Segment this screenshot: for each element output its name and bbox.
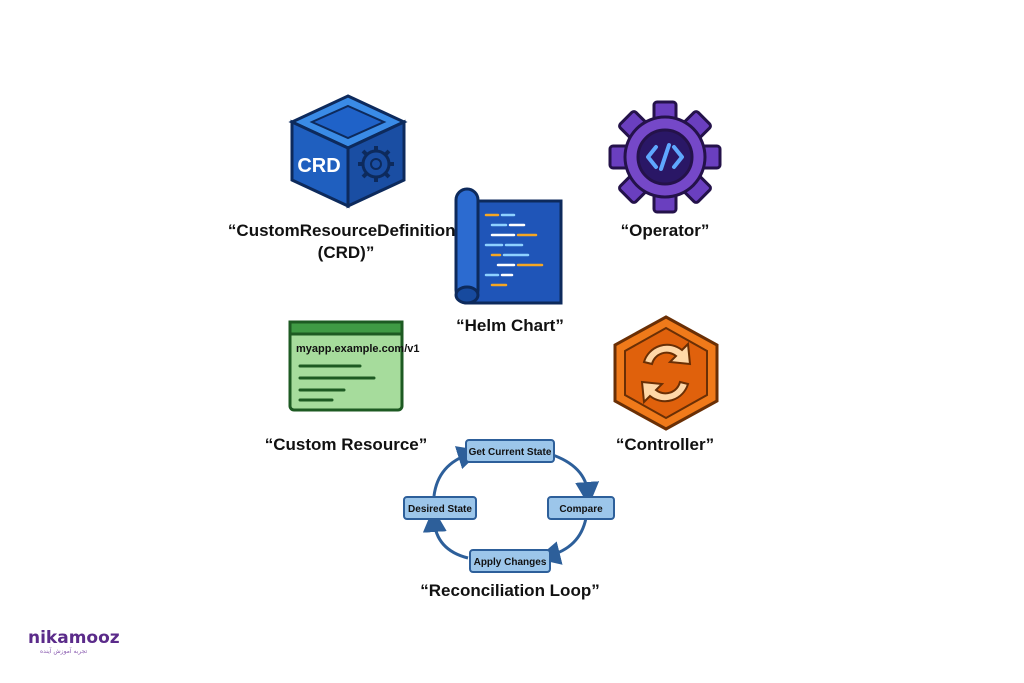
reconciliation-loop-diagram: Get Current State Compare Apply Changes … [390,436,630,576]
helm-chart-scroll-icon [452,185,564,307]
refresh-cycle-icon [640,341,692,405]
crd-label-line2: (CRD)” [317,243,375,262]
crd-label-line1: “CustomResourceDefinition” [227,221,465,240]
loop-arrow-bottom-left [422,508,469,560]
gear-icon [358,146,394,182]
custom-resource-api-text: myapp.example.com/v1 [296,343,420,355]
loop-step-desired-state: Desired State [403,496,477,520]
nikamooz-logo: nikamooz [28,628,120,648]
operator-gear-icon [608,100,722,214]
svg-text:Apply Changes: Apply Changes [474,557,547,568]
controller-label: “Controller” [615,435,715,454]
loop-arrow-bottom-right [536,517,588,565]
reconciliation-loop-label: “Reconciliation Loop” [420,581,600,600]
custom-resource-label: “Custom Resource” [264,435,428,454]
crd-cube-icon: CRD [286,92,410,210]
loop-arrow-top-right [549,452,600,506]
loop-step-apply-changes: Apply Changes [469,549,551,573]
custom-resource-doc-icon: myapp.example.com/v1 [288,320,420,412]
nikamooz-tagline: تجربه آموزش آینده [40,648,88,655]
loop-step-compare: Compare [547,496,615,520]
helm-chart-label: “Helm Chart” [456,316,564,335]
controller-hexagon-icon [610,314,722,432]
svg-text:Compare: Compare [559,504,603,515]
loop-step-get-current-state: Get Current State [465,439,555,463]
crd-label: “CustomResourceDefinition” (CRD)” [226,220,466,264]
crd-icon-text: CRD [297,155,340,177]
svg-text:Get Current State: Get Current State [469,447,552,458]
code-icon [646,143,684,171]
svg-text:Desired State: Desired State [408,504,472,515]
operator-label: “Operator” [620,221,710,240]
loop-arrow-top-left [432,446,482,497]
